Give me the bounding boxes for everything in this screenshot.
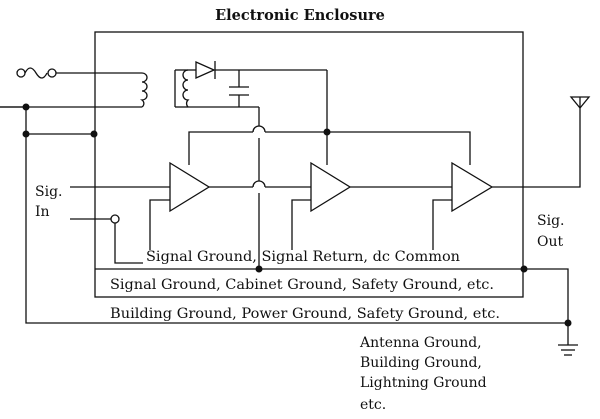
antenna-ground-label-line4: etc. [360, 397, 386, 413]
signal-return-bus [114, 223, 143, 264]
sig-in-label-line1: Sig. [35, 184, 62, 200]
signal-output-line [492, 97, 581, 188]
diagram-title: Electronic Enclosure [215, 7, 385, 24]
signal-crossover-hop [252, 180, 266, 188]
amp3-ground-lead [432, 199, 452, 250]
amp-supply-bus-left [188, 131, 253, 165]
mains-terminal [16, 68, 26, 78]
antenna-ground-label-line2: Building Ground, [360, 355, 482, 371]
fuse-terminal [47, 68, 57, 78]
building-ground-label: Building Ground, Power Ground, Safety Gr… [110, 306, 500, 322]
junction-dot [520, 265, 528, 273]
amplifier-3 [451, 161, 494, 213]
signal-ground-label: Signal Ground, Signal Return, dc Common [146, 249, 460, 265]
sig-out-label-line2: Out [537, 234, 563, 250]
junction-dot [22, 130, 30, 138]
fuse-symbol [24, 67, 48, 79]
amplifier-1 [169, 161, 211, 213]
junction-dot [323, 128, 331, 136]
power-input [0, 60, 327, 108]
transformer-primary-coil [140, 72, 148, 108]
amplifier-2 [310, 161, 352, 213]
sig-out-label-line1: Sig. [537, 213, 564, 229]
rectifier-diode [195, 60, 216, 80]
cabinet-ground-label: Signal Ground, Cabinet Ground, Safety Gr… [110, 277, 494, 293]
earth-ground-icon [558, 323, 578, 356]
antenna-ground-label-line1: Antenna Ground, [359, 335, 482, 351]
amp1-ground-lead [149, 199, 170, 250]
transformer-secondary-coil [182, 69, 190, 108]
junction-dot [90, 130, 98, 138]
electronic-enclosure-box [94, 31, 524, 298]
amp2-ground-lead [291, 199, 311, 250]
supply-crossover-hop [252, 125, 266, 133]
antenna-ground-label-line3: Lightning Ground [360, 375, 487, 391]
amp-supply-bus-right [265, 131, 471, 165]
sig-in-label-line2: In [35, 204, 50, 220]
junction-dot [22, 103, 30, 111]
signal-in-terminal [110, 214, 120, 224]
cabinet-ground-line [95, 268, 569, 323]
antenna-icon [569, 96, 591, 110]
building-ground-line [25, 107, 568, 324]
